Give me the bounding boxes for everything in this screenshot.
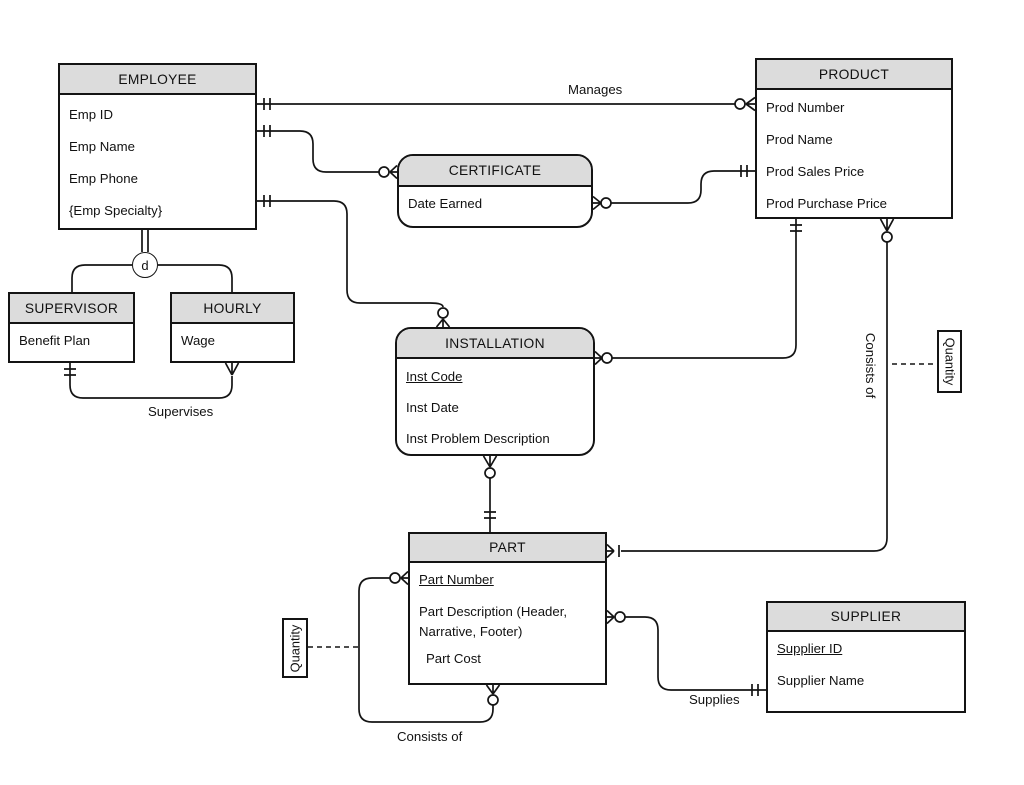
supplies-label: Supplies [689,692,740,707]
subtype-connector [71,230,233,292]
product-installation-connector [594,219,802,366]
attribute-benefit-plan: Benefit Plan [19,333,91,348]
entity-employee-title: EMPLOYEE [60,65,255,95]
attribute-part-number: Part Number [419,572,494,587]
entity-installation[interactable]: INSTALLATION Inst Code Inst Date Inst Pr… [395,327,595,456]
entity-installation-title: INSTALLATION [397,329,593,359]
attribute-emp-specialty: {Emp Specialty} [69,203,163,218]
part-supplier-connector [606,609,766,696]
attribute-supplier-name: Supplier Name [777,673,865,688]
entity-supervisor-title: SUPERVISOR [10,294,133,324]
entity-hourly-title: HOURLY [172,294,293,324]
employee-certificate-connector [257,125,398,180]
entity-part-title: PART [410,534,605,563]
attribute-inst-problem-description: Inst Problem Description [406,431,550,446]
attribute-emp-name: Emp Name [69,139,135,154]
entity-hourly[interactable]: HOURLY Wage [170,292,295,363]
disjoint-subtype-indicator: d [132,252,158,278]
attribute-emp-id: Emp ID [69,107,113,122]
manages-connector [257,96,756,112]
attribute-part-description: Part Description (Header, Narrative, Foo… [419,604,568,639]
entity-supplier[interactable]: SUPPLIER Supplier ID Supplier Name [766,601,966,713]
attribute-part-cost: Part Cost [426,651,481,666]
certificate-product-connector [592,165,755,211]
quantity-left-label: Quantity [287,624,303,672]
entity-supplier-title: SUPPLIER [768,603,964,632]
attribute-inst-code: Inst Code [406,369,463,384]
entity-supervisor[interactable]: SUPERVISOR Benefit Plan [8,292,135,363]
attribute-prod-number: Prod Number [766,100,845,115]
consists-of-bottom-label: Consists of [397,729,463,744]
installation-part-connector [482,455,498,532]
attribute-wage: Wage [181,333,215,348]
quantity-right-label: Quantity [942,337,958,386]
supervises-connector [64,362,240,399]
manages-label: Manages [568,82,623,97]
entity-employee[interactable]: EMPLOYEE Emp ID Emp Name Emp Phone {Emp … [58,63,257,230]
attribute-emp-phone: Emp Phone [69,171,138,186]
attribute-prod-purchase-price: Prod Purchase Price [766,196,887,211]
supervises-label: Supervises [148,404,214,419]
entity-part[interactable]: PART Part Number Part Description (Heade… [408,532,607,685]
consists-of-right-label: Consists of [863,332,879,399]
attribute-box-quantity-left[interactable]: Quantity [282,618,308,678]
employee-installation-connector [257,195,451,328]
entity-certificate-title: CERTIFICATE [399,156,591,187]
entity-certificate[interactable]: CERTIFICATE Date Earned [397,154,593,228]
part-recursive-consists-connector [308,570,501,723]
entity-product-title: PRODUCT [757,60,951,90]
attribute-prod-sales-price: Prod Sales Price [766,164,865,179]
entity-product[interactable]: PRODUCT Prod Number Prod Name Prod Sales… [755,58,953,219]
product-part-consists-connector [606,218,936,559]
attribute-prod-name: Prod Name [766,132,833,147]
attribute-inst-date: Inst Date [406,400,459,415]
attribute-box-quantity-right[interactable]: Quantity [937,330,962,393]
attribute-date-earned: Date Earned [408,196,483,211]
attribute-supplier-id: Supplier ID [777,641,843,656]
